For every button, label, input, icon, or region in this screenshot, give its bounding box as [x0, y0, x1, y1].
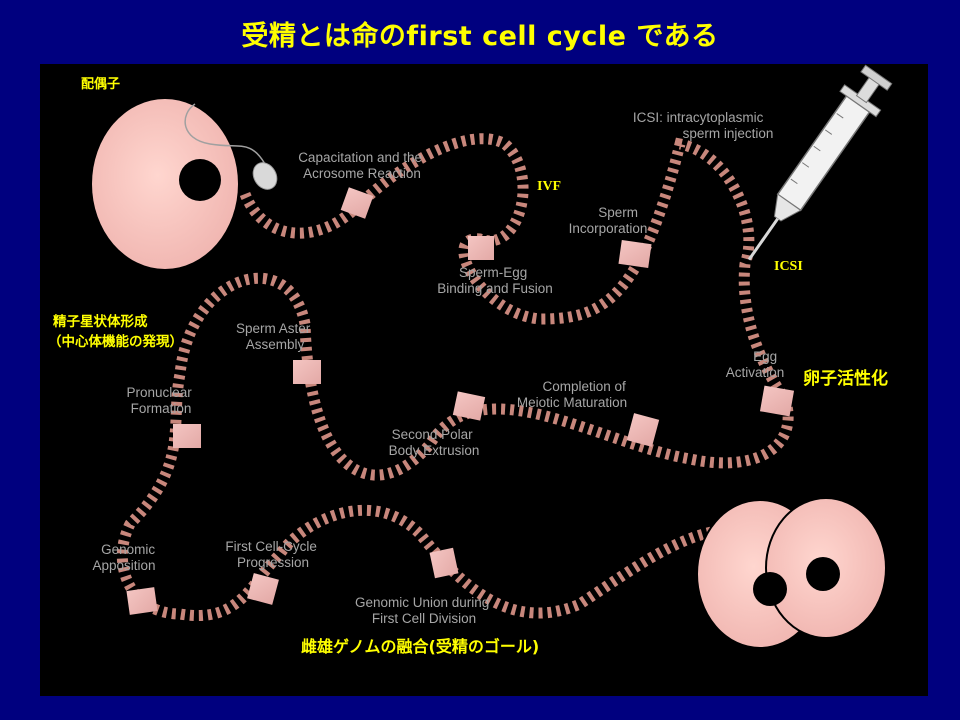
egg-nucleus	[179, 159, 221, 201]
annotation-sperm-aster: 精子星状体形成 （中心体機能の発現）	[48, 313, 183, 350]
diagram-panel: Capacitation and the Acrosome Reaction S…	[40, 64, 928, 696]
label-icsi-description: ICSI: intracytoplasmic sperm injection	[633, 110, 774, 141]
label-meiotic: Completion of Meiotic Maturation	[517, 379, 630, 410]
label-polar-body: Second Polar Body Extrusion	[389, 427, 480, 458]
embryo-nucleus-left	[753, 572, 787, 606]
stage-box-genomic-apposition	[126, 587, 158, 615]
sperm-tail	[184, 103, 266, 165]
stage-box-egg-activation	[759, 385, 795, 417]
label-sperm-aster: Sperm Aster Assembly	[236, 321, 314, 352]
sperm-head	[252, 162, 278, 190]
annotation-ivf: IVF	[537, 179, 561, 194]
stage-box-incorporation	[618, 240, 652, 268]
stage-box-capacitation	[340, 187, 374, 219]
label-first-cycle: First Cell-Cycle Progression	[225, 539, 320, 570]
stage-box-binding	[468, 236, 494, 260]
annotation-genome-union: 雌雄ゲノムの融合(受精のゴール)	[301, 637, 539, 656]
annotation-gamete: 配偶子	[81, 76, 120, 92]
label-capacitation: Capacitation and the Acrosome Reaction	[298, 150, 426, 181]
two-cell-embryo	[696, 497, 887, 649]
syringe-icon	[747, 64, 893, 261]
label-binding: Sperm-Egg Binding and Fusion	[437, 265, 553, 296]
label-incorporation: Sperm Incorporation	[569, 205, 648, 236]
annotation-egg-activation: 卵子活性化	[803, 368, 888, 389]
stage-box-genomic-union	[429, 547, 459, 579]
stage-box-meiotic	[626, 413, 660, 447]
slide-title: 受精とは命のfirst cell cycle である	[241, 21, 719, 52]
label-genomic-union: Genomic Union during First Cell Division	[355, 595, 493, 626]
label-genomic-apposition: Genomic Apposition	[92, 542, 158, 573]
annotation-icsi: ICSI	[774, 259, 803, 274]
label-egg-activation: Egg Activation	[726, 349, 785, 380]
label-pronuclear: Pronuclear Formation	[126, 385, 195, 416]
fertilization-pathway-diagram: Capacitation and the Acrosome Reaction S…	[48, 64, 893, 656]
stage-box-pronuclear	[173, 424, 201, 448]
stage-box-polar-body	[452, 391, 486, 421]
embryo-nucleus-right	[806, 557, 840, 591]
stage-box-first-cycle	[247, 573, 279, 605]
stage-box-sperm-aster	[293, 360, 321, 384]
